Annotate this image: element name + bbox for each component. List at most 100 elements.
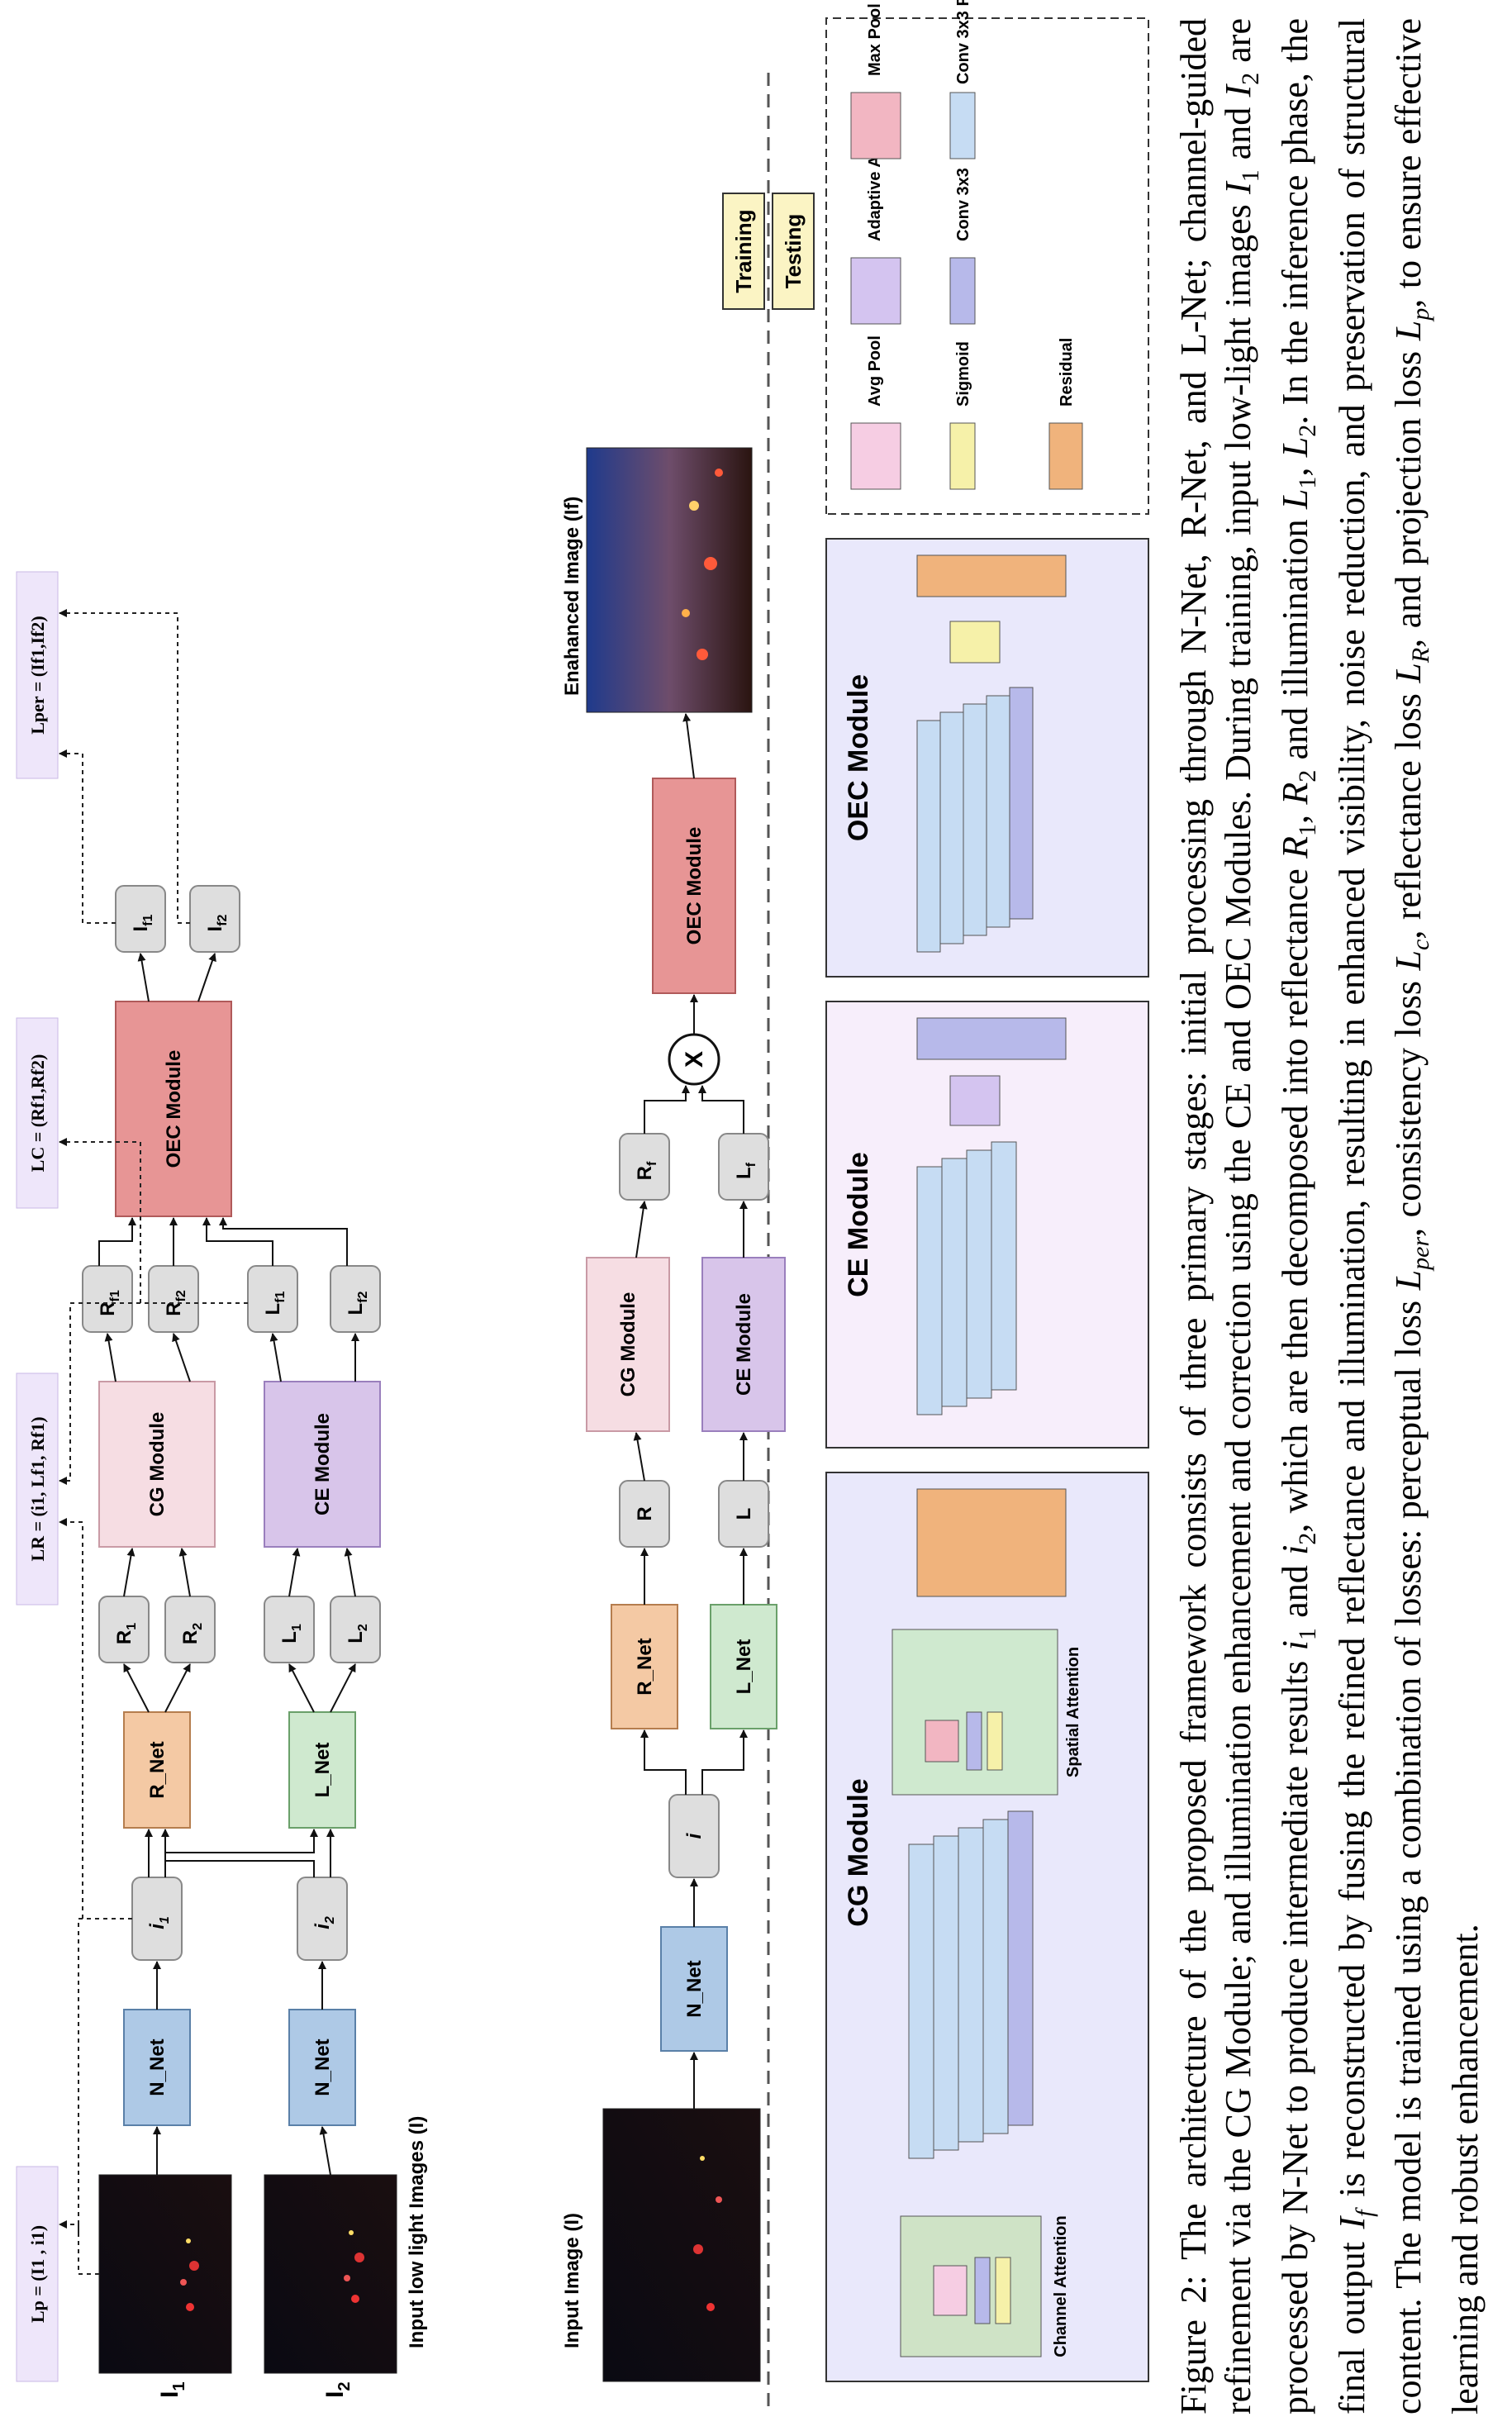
svg-text:CG Module: CG Module: [146, 1412, 169, 1517]
train-rnet: R_Net: [123, 1711, 191, 1829]
svg-text:LR = (i1, Lf1, Rf1): LR = (i1, Lf1, Rf1): [27, 1416, 48, 1561]
svg-text:OEC Module: OEC Module: [163, 1050, 185, 1168]
train-oec-module: OEC Module: [115, 1001, 232, 1217]
svg-text:Rf1: Rf1: [97, 1290, 122, 1316]
svg-text:Conv 3x3: Conv 3x3: [954, 168, 972, 241]
train-node-R1: R1: [98, 1596, 150, 1663]
svg-text:Rf2: Rf2: [163, 1290, 188, 1316]
svg-text:L: L: [733, 1508, 755, 1520]
svg-text:OEC Module: OEC Module: [683, 827, 706, 945]
input-image-2: [264, 2174, 397, 2374]
cg-conv-stack: [908, 1810, 1034, 2159]
svg-text:CE Module: CE Module: [733, 1293, 755, 1396]
panel-ce-module: CE Module: [825, 1001, 1149, 1449]
svg-text:R2: R2: [179, 1623, 205, 1644]
svg-text:If2: If2: [204, 914, 230, 931]
test-node-Lf: Lf: [718, 1133, 769, 1201]
svg-text:Rf: Rf: [634, 1161, 659, 1180]
svg-text:Lf1: Lf1: [262, 1291, 288, 1315]
input-image-1: [98, 2174, 232, 2374]
spatial-attention-label: Spatial Attention: [1064, 1647, 1082, 1777]
panel-cg-module: CG Module Channel Attention Spatial Atte…: [825, 1472, 1149, 2382]
channel-attention-label: Channel Attention: [1052, 2215, 1070, 2357]
test-output-caption: Enahanced Image (If): [561, 497, 583, 696]
test-ce-module: CE Module: [701, 1257, 786, 1432]
train-node-Rf2: Rf2: [148, 1265, 199, 1333]
train-cg-module: CG Module: [98, 1381, 216, 1548]
svg-text:Max Pool: Max Pool: [866, 3, 884, 76]
svg-text:CE Module: CE Module: [311, 1413, 334, 1515]
svg-text:Testing: Testing: [781, 214, 806, 289]
svg-text:CE Module: CE Module: [843, 1152, 874, 1297]
train-node-Lf1: Lf1: [247, 1265, 298, 1333]
train-node-R2: R2: [164, 1596, 216, 1663]
svg-text:R_Net: R_Net: [634, 1638, 656, 1695]
svg-text:i1: i1: [146, 1916, 172, 1929]
test-output-image: [586, 447, 753, 713]
svg-text:L1: L1: [278, 1624, 304, 1644]
test-input-image: [602, 2108, 761, 2382]
testing-label-box: Testing: [772, 193, 815, 310]
svg-text:CG Module: CG Module: [843, 1778, 874, 1926]
test-input-caption: Input Image (I): [561, 2213, 583, 2348]
svg-text:Avg Pool: Avg Pool: [866, 335, 884, 407]
test-node-R: R: [619, 1480, 670, 1548]
svg-text:N_Net: N_Net: [146, 2039, 169, 2096]
train-node-L1: L1: [264, 1596, 315, 1663]
input-I1-label: I1: [156, 2382, 188, 2398]
svg-text:CG Module: CG Module: [617, 1292, 640, 1397]
loss-connectors: [59, 609, 248, 2275]
panel-oec-module: OEC Module: [825, 538, 1149, 978]
svg-text:If1: If1: [130, 914, 155, 931]
svg-text:N_Net: N_Net: [683, 1960, 706, 2017]
test-oec-module: OEC Module: [652, 778, 736, 994]
input-I2-label: I2: [321, 2382, 354, 2398]
test-cg-module: CG Module: [586, 1257, 670, 1432]
svg-text:L_Net: L_Net: [311, 1743, 334, 1798]
svg-text:R1: R1: [113, 1623, 139, 1644]
input-images-caption: Input low light Images (I): [406, 2116, 428, 2348]
svg-text:R_Net: R_Net: [146, 1741, 169, 1798]
train-lnet: L_Net: [288, 1711, 356, 1829]
svg-text:L_Net: L_Net: [733, 1639, 755, 1695]
test-rnet: R_Net: [611, 1604, 678, 1729]
figure-caption: Figure 2: The architecture of the propos…: [1173, 18, 1486, 2414]
train-node-i1: i1: [131, 1877, 183, 1961]
train-node-L2: L2: [330, 1596, 381, 1663]
training-label-box: Training: [722, 193, 765, 310]
svg-text:Lp = (I1 , i1): Lp = (I1 , i1): [27, 2225, 48, 2323]
svg-text:Lper = (If1,If2): Lper = (If1,If2): [27, 616, 48, 735]
svg-text:i2: i2: [311, 1916, 337, 1929]
train-nnet-2: N_Net: [288, 2009, 356, 2126]
svg-text:i: i: [683, 1832, 706, 1839]
loss-lr: LR = (i1, Lf1, Rf1): [16, 1372, 59, 1606]
legend-panel: Avg Pool Adaptive Avg Pool Max Pool Sigm…: [825, 0, 1149, 515]
svg-text:Training: Training: [731, 209, 756, 293]
train-node-Lf2: Lf2: [330, 1265, 381, 1333]
train-node-Rf1: Rf1: [82, 1265, 133, 1333]
train-node-If1: If1: [115, 885, 166, 953]
test-nnet: N_Net: [660, 1926, 728, 2052]
train-nnet-1: N_Net: [123, 2009, 191, 2126]
train-node-i2: i2: [297, 1877, 348, 1961]
svg-text:Conv 3x3 ReLU: Conv 3x3 ReLU: [954, 0, 972, 84]
loss-lper: Lper = (If1,If2): [16, 571, 59, 779]
svg-text:OEC Module: OEC Module: [843, 674, 874, 841]
loss-lc: LC = (Rf1,Rf2): [16, 1017, 59, 1209]
test-lnet: L_Net: [710, 1604, 777, 1729]
test-node-i: i: [668, 1794, 720, 1878]
svg-text:X: X: [681, 1051, 708, 1068]
train-node-If2: If2: [189, 885, 240, 953]
svg-text:Residual: Residual: [1058, 338, 1076, 407]
svg-text:Lf2: Lf2: [345, 1291, 370, 1315]
test-node-L: L: [718, 1480, 769, 1548]
svg-text:L2: L2: [345, 1624, 370, 1644]
svg-text:R: R: [634, 1506, 656, 1520]
test-multiply-node: X: [668, 1033, 720, 1086]
svg-text:Sigmoid: Sigmoid: [954, 341, 972, 407]
svg-text:Lf: Lf: [733, 1162, 758, 1179]
loss-lp: Lp = (I1 , i1): [16, 2166, 59, 2382]
test-node-Rf: Rf: [619, 1133, 670, 1201]
